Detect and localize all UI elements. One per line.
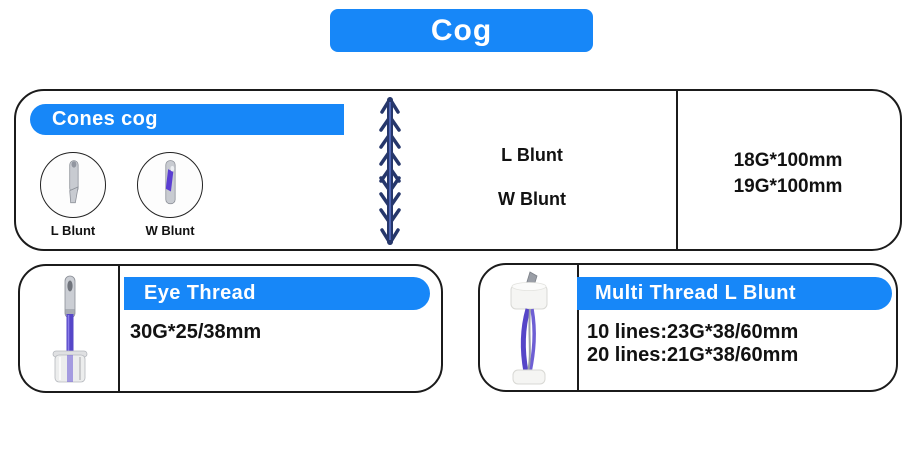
multi-thread-photo [510,271,548,385]
eye-panel-divider [118,266,120,391]
eye-thread-header-label: Eye Thread [144,282,256,304]
l-blunt-figure-label: L Blunt [50,223,96,238]
eye-thread-needle-photo [52,275,88,383]
cones-cog-header-label: Cones cog [52,108,158,130]
w-blunt-cannula-photo [137,152,203,218]
cog-thread-illustration [379,97,401,245]
variant-label-w-blunt: W Blunt [498,189,566,209]
w-blunt-cannula-illustration [165,160,176,205]
multi-thread-spec-block: 10 lines:23G*38/60mm 20 lines:21G*38/60m… [587,321,798,367]
multi-panel-divider [577,265,579,390]
variant-label-l-blunt: L Blunt [501,145,563,165]
multi-thread-panel: Multi Thread L Blunt 10 lines:23G*38/60m… [478,263,898,392]
multi-thread-header: Multi Thread L Blunt [577,277,892,310]
cones-spec-1: 18G*100mm [733,150,843,171]
cones-spec-block: 18G*100mm 19G*100mm [678,148,898,200]
l-blunt-cannula-illustration [69,160,79,204]
cones-cog-panel: Cones cog L Blunt W Blunt [14,89,902,251]
w-blunt-figure-label: W Blunt [145,223,195,238]
cones-panel-divider [676,91,678,249]
page-title: Cog [430,13,493,47]
eye-thread-panel: Eye Thread 30G*25/38mm [18,264,443,393]
title-banner: Cog [330,9,593,52]
cones-spec-2: 19G*100mm [733,176,843,197]
cones-cog-header: Cones cog [30,104,344,135]
eye-thread-header: Eye Thread [124,277,430,310]
eye-thread-spec: 30G*25/38mm [130,321,262,343]
multi-thread-spec-2: 20 lines:21G*38/60mm [587,344,799,366]
multi-thread-header-label: Multi Thread L Blunt [595,282,796,304]
l-blunt-cannula-photo [40,152,106,218]
multi-thread-spec-1: 10 lines:23G*38/60mm [587,321,799,343]
